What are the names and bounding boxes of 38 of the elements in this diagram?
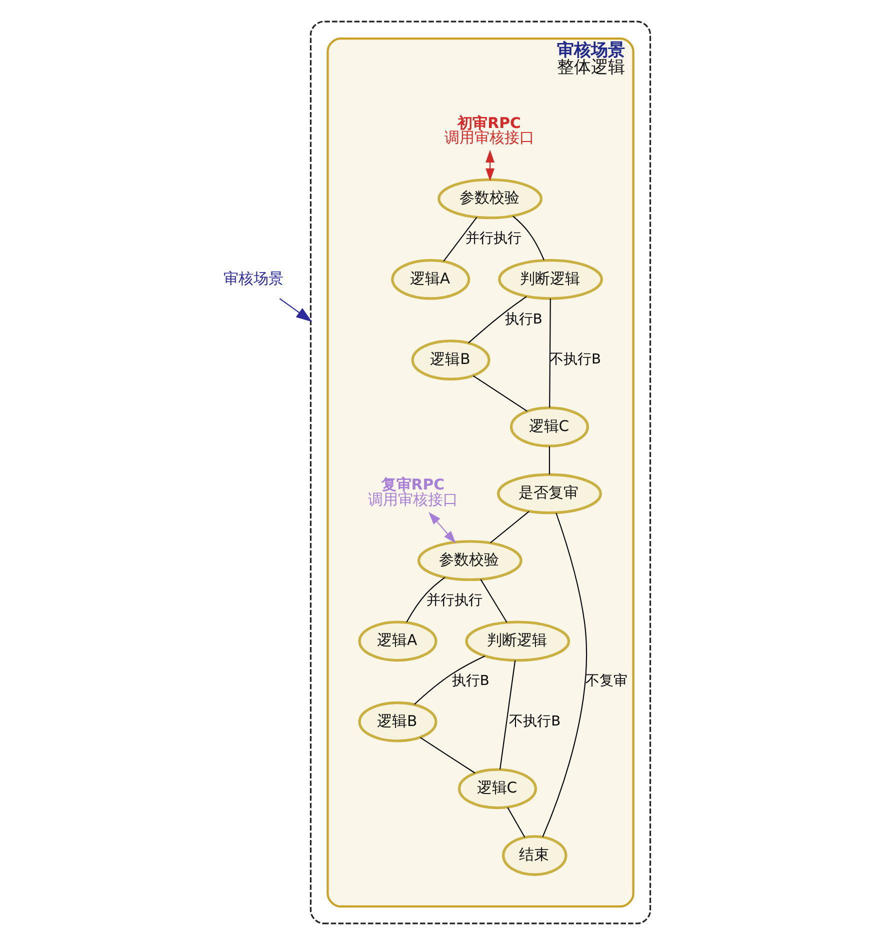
node-ellipse: 逻辑B [410,340,490,380]
edge-label: 并行执行 [465,230,522,247]
connector [406,576,445,622]
node-ellipse: 逻辑C [509,406,588,448]
arrow [428,512,456,544]
connector [512,216,544,260]
node-ellipse: 逻辑A [358,620,437,662]
arrow [278,298,312,322]
connector [468,296,526,344]
node-ellipse: 结束 [501,835,567,876]
edge-label: 执行B [451,673,489,690]
node-ellipse: 参数校验 [437,178,542,220]
connector [542,512,586,838]
node-ellipse: 判断逻辑 [464,620,570,662]
edge-label: 执行B [504,311,542,328]
node-text: 初审RPC 调用审核接口 [444,114,534,147]
connector [489,511,529,544]
node-ellipse: 逻辑B [358,701,437,742]
connector [414,656,485,705]
edge-label: 不执行B [508,713,560,730]
edge-label: 并行执行 [426,592,482,608]
node-ellipse: 判断逻辑 [498,258,602,300]
node-ellipse: 逻辑A [390,258,470,300]
node-text: 复审RPC 调用审核接口 [368,476,458,509]
connector [420,737,475,774]
connector [442,216,477,262]
node-ellipse: 是否复审 [496,473,602,514]
node-text: 审核场景 [223,269,284,288]
connector [480,579,507,623]
connector [499,660,516,770]
node-ellipse: 逻辑C [457,768,536,810]
arrow [485,150,494,182]
connector [506,807,525,838]
connector [548,298,550,408]
connector [548,446,550,474]
edge-label: 不复审 [585,673,628,690]
node-ellipse: 参数校验 [416,540,522,581]
connector [472,375,527,412]
